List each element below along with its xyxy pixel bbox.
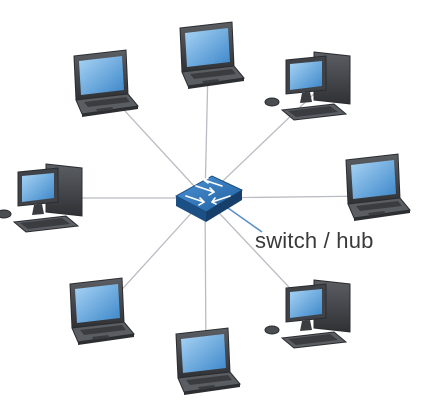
desktop-top-right xyxy=(264,51,351,121)
link-line xyxy=(204,197,207,357)
arrows-icon xyxy=(185,177,231,206)
laptop-top xyxy=(179,21,245,90)
laptop-top-left xyxy=(73,49,139,118)
laptop-bottom xyxy=(175,327,241,396)
laptop-right xyxy=(345,153,411,222)
desktop-bottom-right xyxy=(264,279,351,349)
link-line xyxy=(204,67,209,199)
switch-hub xyxy=(174,175,244,222)
laptop-bottom-left xyxy=(69,277,135,346)
label-pointer xyxy=(227,207,263,233)
desktop-left xyxy=(0,163,83,233)
switch-hub-label: switch / hub xyxy=(255,228,374,253)
